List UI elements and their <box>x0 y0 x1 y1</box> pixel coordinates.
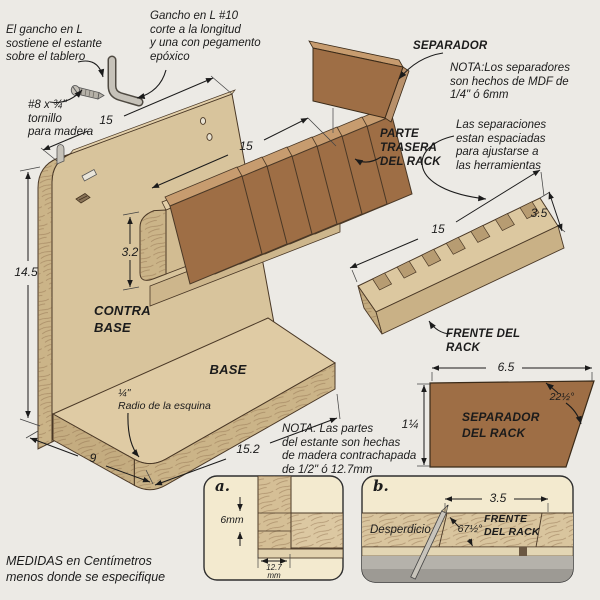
separator-piece <box>308 40 410 133</box>
edge-notch <box>519 547 527 556</box>
l-hook <box>107 55 144 107</box>
hook-pin <box>56 144 65 165</box>
frente-notch <box>470 224 491 243</box>
contra-base-top-edge <box>69 89 236 155</box>
frente-notch <box>396 260 417 279</box>
frente-notch <box>421 248 442 267</box>
mount-hole <box>206 133 213 141</box>
base-board <box>51 317 336 491</box>
separator-face <box>312 47 404 119</box>
stock-edge <box>362 546 573 557</box>
frente-notch <box>519 201 540 220</box>
separator-plate <box>169 175 263 285</box>
bench-strip-dark <box>362 569 573 582</box>
frente-notch <box>372 272 393 291</box>
inset-a <box>203 475 344 581</box>
mount-hole <box>199 117 207 125</box>
leader-arrows <box>49 52 582 458</box>
joint-bottom-strip <box>257 548 343 559</box>
frente-del-rack-board <box>357 197 565 335</box>
frente-notches <box>372 201 540 291</box>
cut-line <box>438 512 448 548</box>
rack-separators <box>164 106 413 285</box>
bench-strip <box>362 556 573 569</box>
dowel <box>81 168 98 182</box>
frente-notch <box>494 213 515 232</box>
separador-del-rack-diagram <box>429 380 595 468</box>
frente-notch <box>445 236 466 255</box>
inset-b <box>361 475 574 583</box>
dimension-lines <box>25 77 592 486</box>
